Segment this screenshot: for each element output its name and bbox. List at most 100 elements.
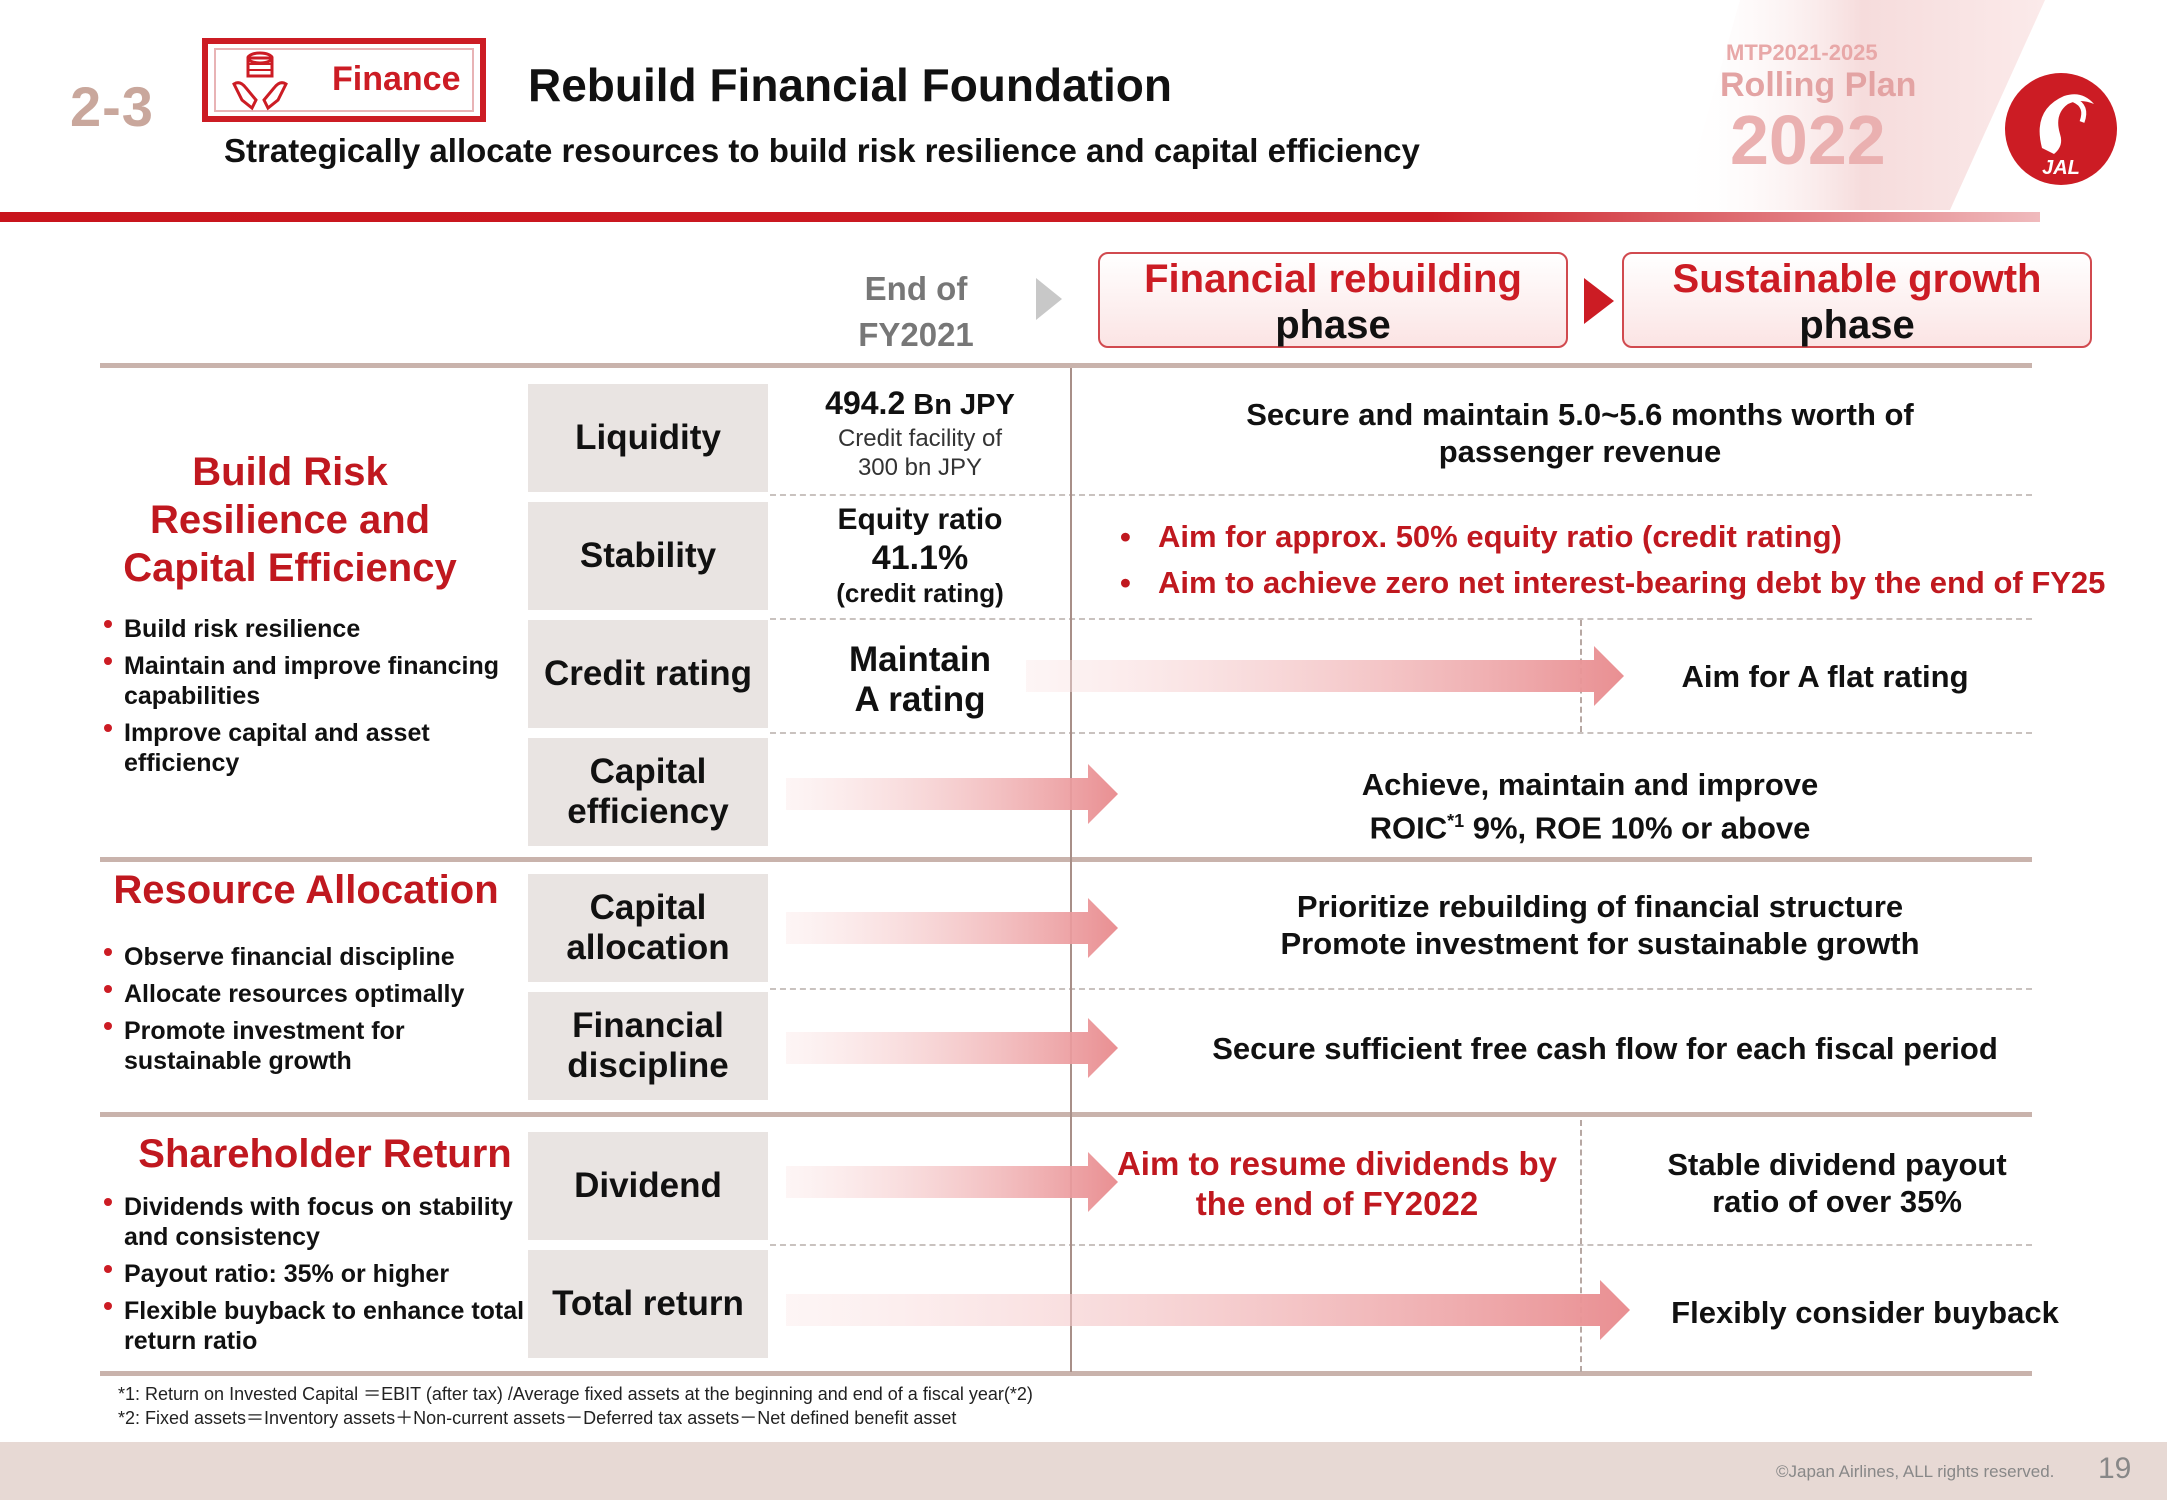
row-divider xyxy=(770,988,2032,990)
phase1-line2: phase xyxy=(1275,303,1391,347)
risk-title-line1: Build Risk xyxy=(192,450,388,494)
row-divider xyxy=(770,618,2032,620)
risk-bullets: Build risk resilience Maintain and impro… xyxy=(102,614,502,785)
column-divider xyxy=(1070,368,1072,1372)
phase-financial-rebuilding: Financial rebuilding phase xyxy=(1098,252,1568,348)
phase1-line1: Financial rebuilding xyxy=(1144,257,1522,301)
category-liquidity: Liquidity xyxy=(528,384,768,492)
stability-target-2: Aim to achieve zero net interest-bearing… xyxy=(1158,565,2106,600)
category-stability: Stability xyxy=(528,502,768,610)
list-item: Allocate resources optimally xyxy=(102,979,522,1009)
dividend-target2-line2: ratio of over 35% xyxy=(1712,1184,1962,1219)
arrow-financial-discipline xyxy=(786,1018,1118,1078)
total-return-target: Flexibly consider buyback xyxy=(1671,1295,2059,1330)
list-item: Promote investment for sustainable growt… xyxy=(102,1016,522,1076)
list-item: Improve capital and asset efficiency xyxy=(102,718,502,778)
list-item: •Aim for approx. 50% equity ratio (credi… xyxy=(1120,519,1842,554)
liquidity-sub2: 300 bn JPY xyxy=(857,454,983,481)
phase-sustainable-growth: Sustainable growth phase xyxy=(1622,252,2092,348)
roe-text: 9%, ROE 10% or above xyxy=(1464,810,1811,846)
header-decoration xyxy=(1680,0,2045,210)
stability-target: •Aim for approx. 50% equity ratio (credi… xyxy=(1116,514,2126,606)
coins-in-hands-icon xyxy=(232,51,288,111)
dividend-target-growth: Stable dividend payout ratio of over 35% xyxy=(1600,1146,2074,1220)
footer-bar xyxy=(0,1442,2167,1500)
section-rule-2 xyxy=(100,1112,2032,1117)
category-total-return: Total return xyxy=(528,1250,768,1358)
credit-value: Maintain A rating xyxy=(770,640,1070,720)
cap-eff-label1: Capital xyxy=(589,752,707,791)
stability-line3: (credit rating) xyxy=(836,578,1004,608)
fin-disc-label2: discipline xyxy=(567,1046,729,1085)
end-of-line1: End of xyxy=(864,270,968,307)
risk-title-line2: Resilience and xyxy=(149,498,431,542)
table-top-rule xyxy=(100,363,2032,368)
dividend-target2-line1: Stable dividend payout xyxy=(1667,1147,2007,1182)
phase-divider xyxy=(1580,1120,1582,1372)
credit-line2: A rating xyxy=(854,680,986,719)
page-number: 19 xyxy=(2098,1452,2132,1485)
credit-line1: Maintain xyxy=(849,640,991,679)
list-item: Observe financial discipline xyxy=(102,942,522,972)
end-of-line2: FY2021 xyxy=(858,316,974,353)
financial-discipline-target: Secure sufficient free cash flow for eac… xyxy=(1212,1031,1998,1066)
cap-alloc-label1: Capital xyxy=(589,888,707,927)
arrow-capital-efficiency xyxy=(786,764,1118,824)
liquidity-value: 494.2 Bn JPY Credit facility of 300 bn J… xyxy=(770,384,1070,482)
cap-eff-label2: efficiency xyxy=(567,792,729,831)
row-divider xyxy=(770,1244,2032,1246)
cap-alloc-label2: allocation xyxy=(566,928,730,967)
stability-value: Equity ratio 41.1% (credit rating) xyxy=(770,502,1070,608)
list-item: Maintain and improve financing capabilit… xyxy=(102,651,502,711)
list-item: Build risk resilience xyxy=(102,614,502,644)
finance-badge: Finance xyxy=(202,38,486,122)
phase2-line2: phase xyxy=(1799,303,1915,347)
list-item: Flexible buyback to enhance total return… xyxy=(102,1296,532,1356)
arrow-capital-allocation xyxy=(786,898,1118,958)
cap-alloc-target2: Promote investment for sustainable growt… xyxy=(1280,926,1920,961)
liquidity-target: Secure and maintain 5.0~5.6 months worth… xyxy=(1100,396,2060,470)
dividend-target-rebuilding: Aim to resume dividends by the end of FY… xyxy=(1100,1144,1574,1224)
row-divider xyxy=(770,732,2032,734)
gray-chevron-icon xyxy=(1036,278,1062,320)
arrow-total-return xyxy=(786,1280,1630,1340)
list-item: Payout ratio: 35% or higher xyxy=(102,1259,532,1289)
header-rule xyxy=(0,212,2040,222)
copyright: ©Japan Airlines, ALL rights reserved. xyxy=(1776,1462,2055,1481)
stability-line2: 41.1% xyxy=(871,539,969,577)
rolling-plan-label: Rolling Plan xyxy=(1720,66,1917,104)
shareholder-bullets: Dividends with focus on stability and co… xyxy=(102,1192,532,1363)
liquidity-target-line1: Secure and maintain 5.0~5.6 months worth… xyxy=(1246,397,1914,432)
finance-badge-label: Finance xyxy=(332,60,461,98)
jal-logo-icon: JAL xyxy=(2005,73,2117,185)
footnote-1: *1: Return on Invested Capital ＝EBIT (af… xyxy=(118,1384,1033,1404)
row-divider xyxy=(770,494,2032,496)
category-credit-rating: Credit rating xyxy=(528,620,768,728)
roic-footnote-ref: *1 xyxy=(1447,811,1465,831)
section-rule-1 xyxy=(100,857,2032,862)
logo-text: JAL xyxy=(2042,157,2080,179)
liquidity-sub1: Credit facility of xyxy=(837,425,1003,452)
mtp-label: MTP2021-2025 xyxy=(1726,40,1878,65)
credit-target: Aim for A flat rating xyxy=(1681,659,1969,694)
resource-bullets: Observe financial discipline Allocate re… xyxy=(102,942,522,1083)
end-of-fy-header: End of FY2021 xyxy=(856,266,976,358)
slide-number: 2-3 xyxy=(70,75,154,138)
capital-efficiency-target: Achieve, maintain and improve ROIC*1 9%,… xyxy=(1160,766,2020,846)
arrow-credit-rating xyxy=(1026,646,1624,706)
liquidity-amount: 494.2 xyxy=(825,385,906,421)
liquidity-target-line2: passenger revenue xyxy=(1438,434,1722,469)
roic-text: ROIC xyxy=(1369,810,1448,846)
list-item: Dividends with focus on stability and co… xyxy=(102,1192,532,1252)
section-title-risk: Build Risk Resilience and Capital Effici… xyxy=(100,448,480,592)
page-subtitle: Strategically allocate resources to buil… xyxy=(224,132,1420,169)
dividend-target1-line1: Aim to resume dividends by xyxy=(1116,1145,1558,1182)
table-bottom-rule xyxy=(100,1371,2032,1376)
dividend-target1-line2: the end of FY2022 xyxy=(1195,1185,1479,1222)
plan-year: 2022 xyxy=(1730,101,1886,179)
footnote-2: *2: Fixed assets＝Inventory assets＋Non-cu… xyxy=(118,1408,957,1428)
cap-alloc-target1: Prioritize rebuilding of financial struc… xyxy=(1296,889,1904,924)
